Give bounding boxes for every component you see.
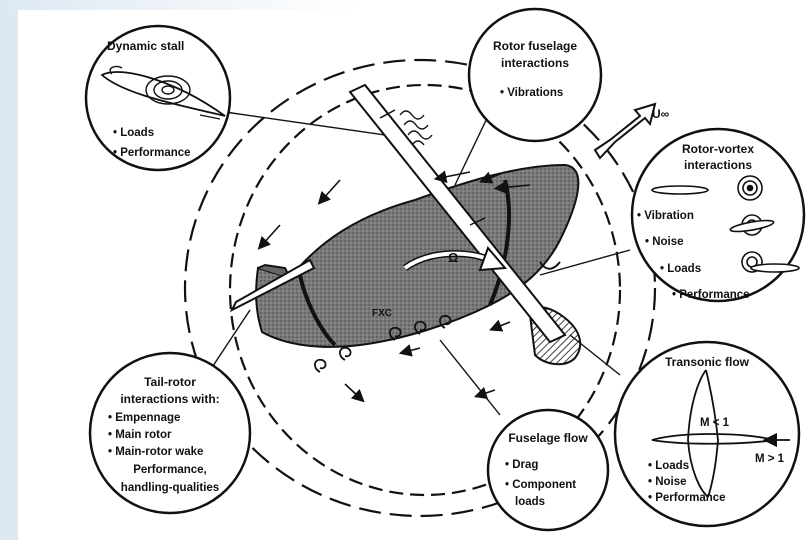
callout-footer-line: handling-qualities	[121, 482, 219, 494]
callout-rotor-fuselage: Rotor fuselage interactions • Vibrations	[469, 9, 601, 141]
callout-title-line: Tail-rotor	[144, 375, 196, 389]
callout-item: loads	[515, 496, 545, 508]
callout-title-line: Rotor-vortex	[682, 142, 754, 156]
leader-rotor-vortex	[540, 250, 630, 275]
callout-item: • Loads	[113, 127, 154, 139]
callout-dynamic-stall: Dynamic stall • Loads • Performance	[86, 26, 230, 170]
callout-transonic: Transonic flow M < 1 M > 1 • Loads • Noi…	[615, 342, 799, 526]
free-stream-label: U∞	[652, 107, 669, 121]
callout-item: • Main rotor	[108, 429, 172, 441]
callout-item: • Drag	[505, 459, 538, 471]
callout-footer-line: Performance,	[133, 464, 207, 476]
callout-item: • Empennage	[108, 412, 180, 424]
callout-title: Dynamic stall	[107, 39, 184, 53]
callout-item: • Vibration	[637, 210, 694, 222]
callout-title: Fuselage flow	[508, 431, 588, 445]
fuselage-label: FXC	[372, 308, 392, 319]
callout-circle	[469, 9, 601, 141]
callout-item: • Performance	[672, 289, 750, 301]
leader-rotor-fuselage	[455, 112, 490, 185]
callout-item: • Performance	[648, 492, 726, 504]
callout-rotor-vortex: Rotor-vortex interactions • Vibration • …	[632, 129, 804, 301]
free-stream-arrow	[595, 104, 655, 158]
callout-item: • Noise	[648, 476, 687, 488]
callout-item: • Vibrations	[500, 87, 563, 99]
leader-fuselage-flow	[440, 340, 500, 415]
callout-item: • Loads	[660, 263, 701, 275]
callout-title-line: interactions with:	[120, 392, 219, 406]
callout-item: • Performance	[113, 147, 191, 159]
callout-item: • Main-rotor wake	[108, 446, 203, 458]
mach-supersonic-label: M > 1	[755, 453, 785, 465]
rotation-label: Ω	[448, 250, 458, 265]
callout-title-line: Rotor fuselage	[493, 39, 577, 53]
callout-item: • Component	[505, 479, 576, 491]
callout-item: • Noise	[645, 236, 684, 248]
callout-fuselage-flow: Fuselage flow • Drag • Component loads	[488, 410, 608, 530]
callout-title: Transonic flow	[665, 355, 750, 369]
callout-tail-rotor: Tail-rotor interactions with: • Empennag…	[90, 353, 250, 513]
mach-subsonic-label: M < 1	[700, 417, 730, 429]
callout-title-line: interactions	[501, 56, 569, 70]
callout-item: • Loads	[648, 460, 689, 472]
callout-title-line: interactions	[684, 158, 752, 172]
